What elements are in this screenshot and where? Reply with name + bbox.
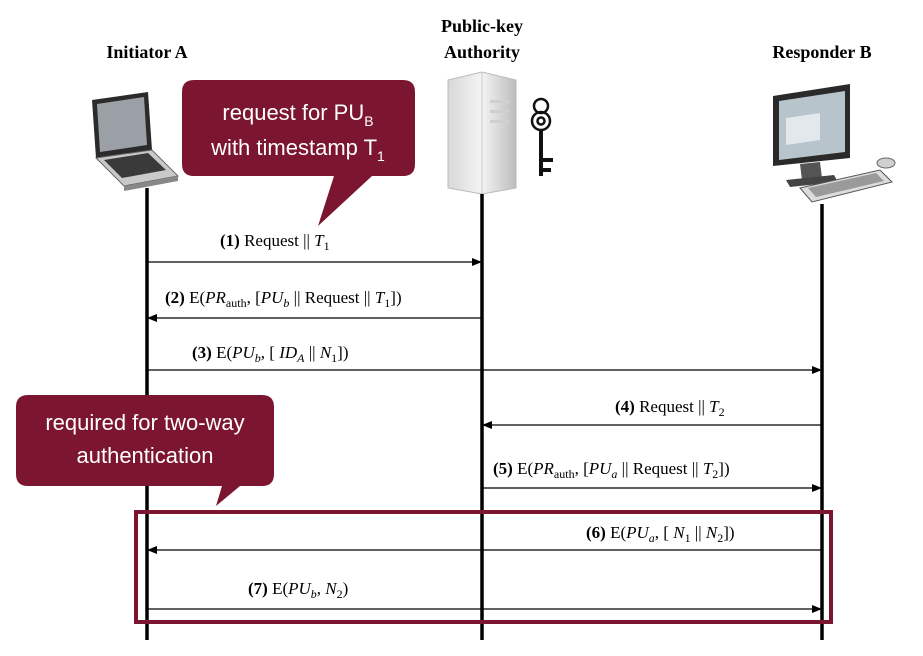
message-5-label: (5) E(PRauth, [PUa || Request || T2]) <box>493 459 730 481</box>
message-3-label: (3) E(PUb, [ IDA || N1]) <box>192 343 349 365</box>
message-7-label: (7) E(PUb, N2) <box>248 579 348 601</box>
two-way-callout-line2: authentication <box>77 443 214 468</box>
server-icon <box>447 71 517 195</box>
initiator-label: Initiator A <box>106 42 187 62</box>
desktop-computer-icon <box>773 84 896 203</box>
two-way-auth-highlight-box <box>134 510 833 624</box>
key-icon <box>530 97 553 176</box>
responder-label: Responder B <box>772 42 871 62</box>
authority-label-line2: Authority <box>444 42 520 62</box>
request-callout-line1: request for PUB <box>222 100 373 129</box>
two-way-callout-line1: required for two-way <box>45 410 244 435</box>
message-1-label: (1) Request || T1 <box>220 231 330 253</box>
two-way-callout: required for two-way authentication <box>16 395 274 506</box>
authority-label-line1: Public-key <box>441 16 523 36</box>
laptop-icon <box>92 92 180 191</box>
message-6-label: (6) E(PUa, [ N1 || N2]) <box>586 523 735 545</box>
message-arrows <box>147 258 822 613</box>
request-callout-line2: with timestamp T1 <box>210 135 385 164</box>
message-4-label: (4) Request || T2 <box>615 397 725 419</box>
message-2-label: (2) E(PRauth, [PUb || Request || T1]) <box>165 288 402 310</box>
request-callout: request for PUB with timestamp T1 <box>182 80 415 226</box>
